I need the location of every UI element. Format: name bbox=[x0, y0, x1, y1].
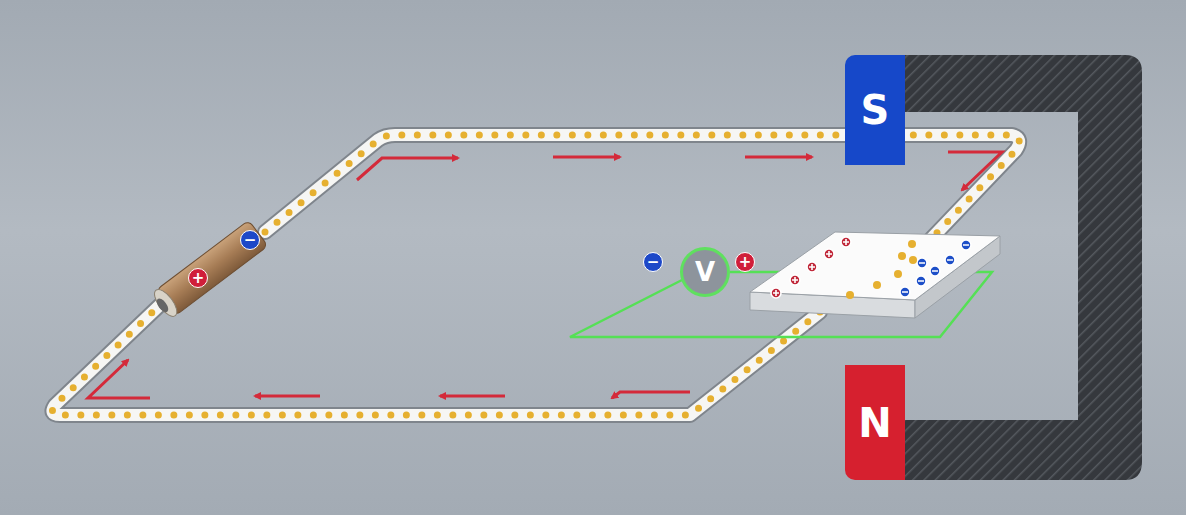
voltmeter-terminal: − bbox=[643, 252, 663, 272]
battery-symbol bbox=[150, 220, 268, 320]
magnet-pole: N bbox=[845, 365, 905, 480]
pole-letter: N bbox=[858, 400, 891, 446]
charge-carriers bbox=[771, 237, 971, 299]
voltmeter-terminal: + bbox=[735, 252, 755, 272]
pole-letter: S bbox=[861, 87, 890, 133]
magnet-pole: S bbox=[845, 55, 905, 165]
current-arrows bbox=[88, 152, 1002, 398]
battery-terminal: − bbox=[240, 230, 260, 250]
pole-letter: V bbox=[695, 257, 715, 287]
battery-terminal: + bbox=[188, 268, 208, 288]
magnet-yoke bbox=[900, 55, 1142, 480]
conductor-plate bbox=[750, 232, 1000, 318]
voltmeter-symbol: V bbox=[680, 247, 730, 297]
